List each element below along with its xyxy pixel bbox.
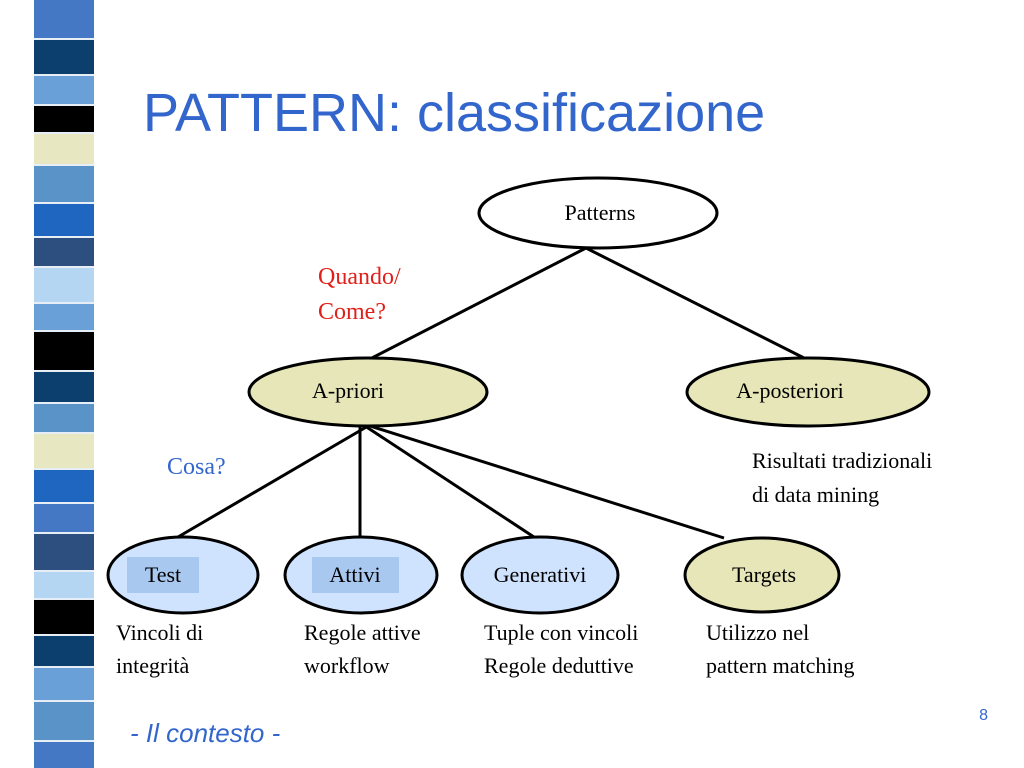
question-when-line2: Come? [318,299,386,325]
stripe-block [34,668,94,702]
node-attivi: Attivi [283,535,439,615]
node-patterns: Patterns [477,176,719,250]
stripe-block [34,636,94,668]
stripe-block [34,134,94,166]
edge-apriori-targets [369,424,725,540]
stripe-block [34,238,94,268]
stripe-block [34,470,94,504]
stripe-separator [34,38,94,40]
stripe-block [34,372,94,404]
node-apriori-label: A-priori [312,378,384,403]
stripe-separator [34,432,94,434]
stripe-block [34,504,94,534]
stripe-block [34,742,94,768]
stripe-separator [34,570,94,572]
stripe-block [34,204,94,238]
stripe-separator [34,502,94,504]
stripe-separator [34,266,94,268]
stripe-block [34,332,94,372]
aposteriori-desc-line2: di data mining [752,482,880,507]
edge-apriori-generativi [364,424,541,543]
stripe-block [34,702,94,742]
stripe-separator [34,74,94,76]
slide-title: PATTERN: classificazione [143,83,766,143]
stripe-separator [34,236,94,238]
generativi-desc-line2: Regole deduttive [484,653,634,678]
stripe-block [34,40,94,76]
generativi-desc-line1: Tuple con vincoli [484,620,639,645]
stripe-separator [34,330,94,332]
attivi-desc-line2: workflow [304,653,390,678]
node-patterns-label: Patterns [565,200,636,225]
node-generativi-label: Generativi [494,562,587,587]
slide-footer: - Il contesto - [130,718,281,748]
stripe-separator [34,532,94,534]
aposteriori-desc-line1: Risultati tradizionali [752,448,933,473]
edges [177,246,809,543]
stripe-block [34,106,94,134]
stripe-separator [34,740,94,742]
targets-desc-line2: pattern matching [706,653,855,678]
stripe-separator [34,202,94,204]
node-aposteriori-label: A-posteriori [736,378,844,403]
stripe-block [34,600,94,636]
question-when-how: Quando/ Come? [318,260,401,330]
question-when-line1: Quando/ [318,264,401,290]
attivi-description: Regole attive workflow [304,616,421,682]
stripe-separator [34,700,94,702]
node-attivi-label: Attivi [329,562,380,587]
stripe-block [34,0,94,40]
stripe-separator [34,402,94,404]
attivi-desc-line1: Regole attive [304,620,421,645]
stripe-separator [34,164,94,166]
stripe-block [34,76,94,106]
stripe-separator [34,468,94,470]
stripe-separator [34,666,94,668]
node-generativi: Generativi [460,535,620,615]
stripe-block [34,404,94,434]
generativi-description: Tuple con vincoli Regole deduttive [484,616,638,682]
test-description: Vincoli di integrità [116,616,203,682]
targets-description: Utilizzo nel pattern matching [706,616,854,682]
test-desc-line1: Vincoli di [116,620,204,645]
stripe-block [34,166,94,204]
stripe-separator [34,302,94,304]
node-apriori: A-priori [247,356,489,428]
stripe-separator [34,634,94,636]
edge-apriori-test [177,424,369,539]
question-what: Cosa? [167,454,226,480]
node-test-label: Test [145,562,181,587]
stripe-separator [34,598,94,600]
stripe-block [34,534,94,572]
aposteriori-description: Risultati tradizionali di data mining [752,444,932,512]
stripe-block [34,304,94,332]
decorative-stripe [34,0,94,768]
node-targets-label: Targets [732,562,796,587]
node-test: Test [106,535,260,615]
stripe-block [34,268,94,304]
stripe-block [34,572,94,600]
edge-patterns-apriori [367,246,587,362]
stripe-separator [34,370,94,372]
stripe-block [34,434,94,470]
edge-patterns-aposteriori [585,246,809,362]
test-desc-line2: integrità [116,653,190,678]
node-targets: Targets [683,536,841,614]
targets-desc-line1: Utilizzo nel [706,620,810,645]
stripe-separator [34,132,94,134]
node-aposteriori: A-posteriori [685,356,931,428]
page-number: 8 [979,707,988,724]
stripe-separator [34,104,94,106]
